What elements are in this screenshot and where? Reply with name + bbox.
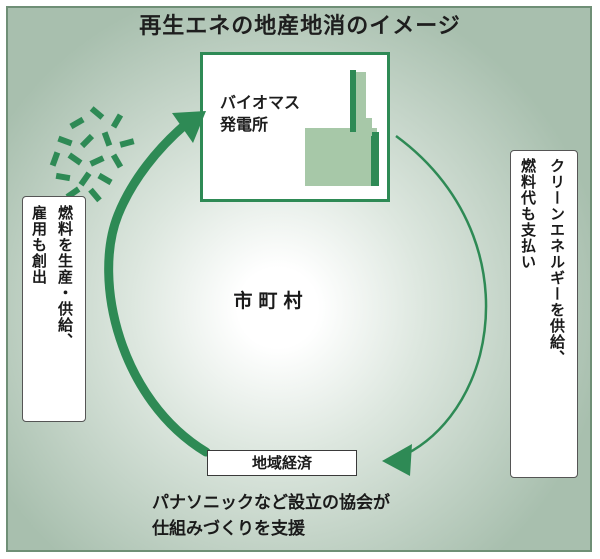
power-plant-label-line2: 発電所 — [220, 115, 269, 134]
caption-line2: 仕組みづくりを支援 — [152, 519, 305, 539]
diagram-title: 再生エネの地産地消のイメージ — [139, 14, 461, 39]
caption: パナソニックなど設立の協会が 仕組みづくりを支援 — [152, 490, 390, 542]
right-note-col2: 燃料代も支払い — [519, 158, 537, 270]
right-note-box — [510, 150, 578, 478]
biomass-chip-icon — [49, 106, 135, 203]
left-note-col2: 雇用も創出 — [30, 205, 48, 285]
power-plant-icon — [305, 70, 379, 186]
cycle-arrow-icon — [104, 111, 488, 476]
right-note-col1: クリーンエネルギーを供給、 — [548, 158, 566, 366]
left-note-box — [22, 196, 86, 422]
power-plant-label-line1: バイオマス — [220, 93, 301, 112]
municipality-label: 市町村 — [233, 290, 309, 312]
local-economy-box: 地域経済 — [207, 450, 357, 476]
left-note-col1: 燃料を生産・供給、 — [56, 205, 74, 349]
caption-line1: パナソニックなど設立の協会が — [152, 493, 390, 513]
power-plant-label: バイオマス 発電所 — [220, 92, 300, 136]
